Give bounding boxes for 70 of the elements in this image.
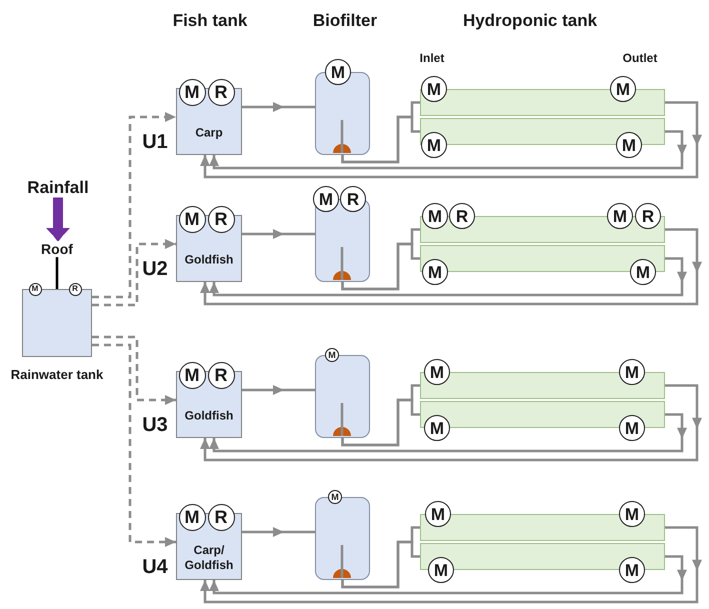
tank-label: Goldfish xyxy=(184,408,234,424)
pipe-arrow xyxy=(242,102,315,112)
sensor-symbol: M xyxy=(610,76,636,102)
sensor-symbol: M xyxy=(313,186,339,212)
sensor-symbol: M xyxy=(421,132,447,158)
tank-label: Rainwater tank xyxy=(10,368,104,383)
tank-label: Carp/ Goldfish xyxy=(184,543,234,573)
pipe-arrow xyxy=(200,228,702,306)
text-label: Outlet xyxy=(622,52,658,66)
sensor-symbol: R xyxy=(635,203,661,229)
sensor-symbol: M xyxy=(421,76,447,102)
sensor-symbol: R xyxy=(208,362,234,388)
dashed-arrow xyxy=(92,344,176,547)
column-heading: Biofilter xyxy=(312,11,378,31)
sensor-symbol: M xyxy=(619,415,645,441)
sensor-symbol: M xyxy=(616,132,642,158)
unit-label: U1 xyxy=(142,131,168,154)
sensor-symbol: M xyxy=(428,557,454,583)
dashed-arrow xyxy=(92,336,176,405)
sensor-symbol: R xyxy=(449,203,475,229)
sensor-symbol: R xyxy=(208,206,234,232)
column-heading: Hydroponic tank xyxy=(462,11,598,31)
sensor-symbol: R xyxy=(68,282,82,296)
sensor-symbol: M xyxy=(424,415,450,441)
pipe-arrow xyxy=(242,527,315,537)
text-label: Inlet xyxy=(420,52,444,66)
sensor-symbol: M xyxy=(422,259,448,285)
sensor-symbol: M xyxy=(328,490,342,504)
sensor-symbol: M xyxy=(422,203,448,229)
sensor-symbol: R xyxy=(208,78,234,106)
sensor-symbol: R xyxy=(340,186,366,212)
unit-label: U4 xyxy=(142,556,168,579)
text-label: Roof xyxy=(41,241,73,258)
dashed-arrow xyxy=(92,112,176,298)
pipe-line xyxy=(341,116,420,164)
pipe-line xyxy=(341,242,420,290)
sensor-symbol: M xyxy=(178,78,206,106)
sensor-symbol: M xyxy=(630,259,656,285)
pipe-arrow xyxy=(242,385,315,395)
sensor-symbol: M xyxy=(178,206,206,232)
pipe-arrow xyxy=(200,384,702,462)
sensor-symbol: M xyxy=(619,557,645,583)
sensor-symbol: M xyxy=(424,359,450,385)
sensor-symbol: M xyxy=(425,501,451,527)
thick-arrow xyxy=(46,198,70,241)
sensor-symbol: R xyxy=(208,504,234,530)
sensor-symbol: M xyxy=(28,282,42,296)
tank-label: Goldfish xyxy=(184,252,234,268)
sensor-symbol: M xyxy=(325,348,339,362)
pipe-arrow xyxy=(209,130,687,170)
pipe-arrow xyxy=(209,413,687,452)
pipe-line xyxy=(341,540,420,588)
pipe-arrow xyxy=(200,526,702,604)
pipe-arrow xyxy=(209,555,687,594)
column-heading: Fish tank xyxy=(172,11,248,31)
pipe-arrow xyxy=(200,101,702,178)
sensor-symbol: M xyxy=(325,59,351,85)
sensor-symbol: M xyxy=(178,362,206,388)
unit-label: U2 xyxy=(142,258,168,281)
sensor-symbol: M xyxy=(619,359,645,385)
pipe-line xyxy=(341,398,420,446)
sensor-symbol: M xyxy=(619,501,645,527)
sensor-symbol: M xyxy=(178,504,206,530)
pipe-arrow xyxy=(209,257,687,296)
tank-label: Carp xyxy=(195,126,223,140)
text-label: Rainfall xyxy=(27,178,89,198)
pipe-arrow xyxy=(242,229,315,239)
dashed-arrow xyxy=(92,239,176,306)
unit-label: U3 xyxy=(142,414,168,437)
sensor-symbol: M xyxy=(607,203,633,229)
